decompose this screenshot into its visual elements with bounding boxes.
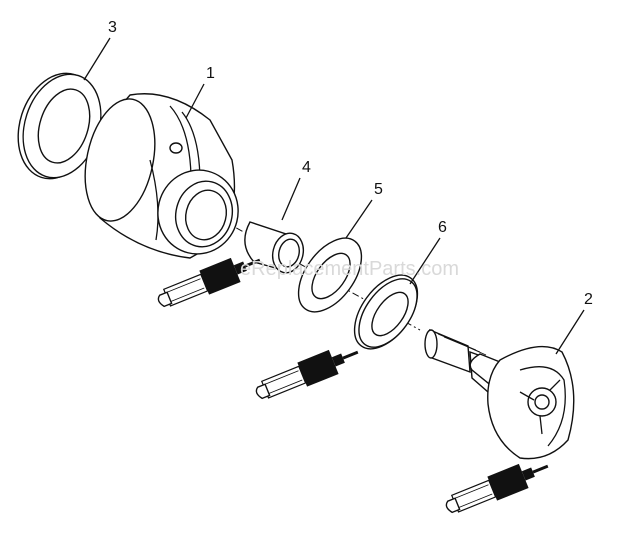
callout-5: 5	[374, 181, 383, 198]
part-5-flat-washer[interactable]	[286, 227, 374, 323]
grease-tube-icon	[255, 349, 359, 400]
callout-2: 2	[584, 291, 593, 308]
part-2-shaft-anvil[interactable]	[424, 328, 575, 460]
callout-3: 3	[108, 19, 117, 36]
grease-tube-icon	[157, 257, 261, 308]
leader-lines	[83, 37, 585, 355]
callout-6: 6	[438, 219, 447, 236]
callout-4: 4	[302, 159, 311, 176]
grease-tube-icon	[445, 463, 549, 514]
part-6-seal-ring[interactable]	[342, 264, 430, 360]
watermark: eReplacementParts.com	[240, 258, 459, 280]
part-3-washer[interactable]	[5, 63, 113, 189]
callout-1: 1	[206, 65, 215, 82]
